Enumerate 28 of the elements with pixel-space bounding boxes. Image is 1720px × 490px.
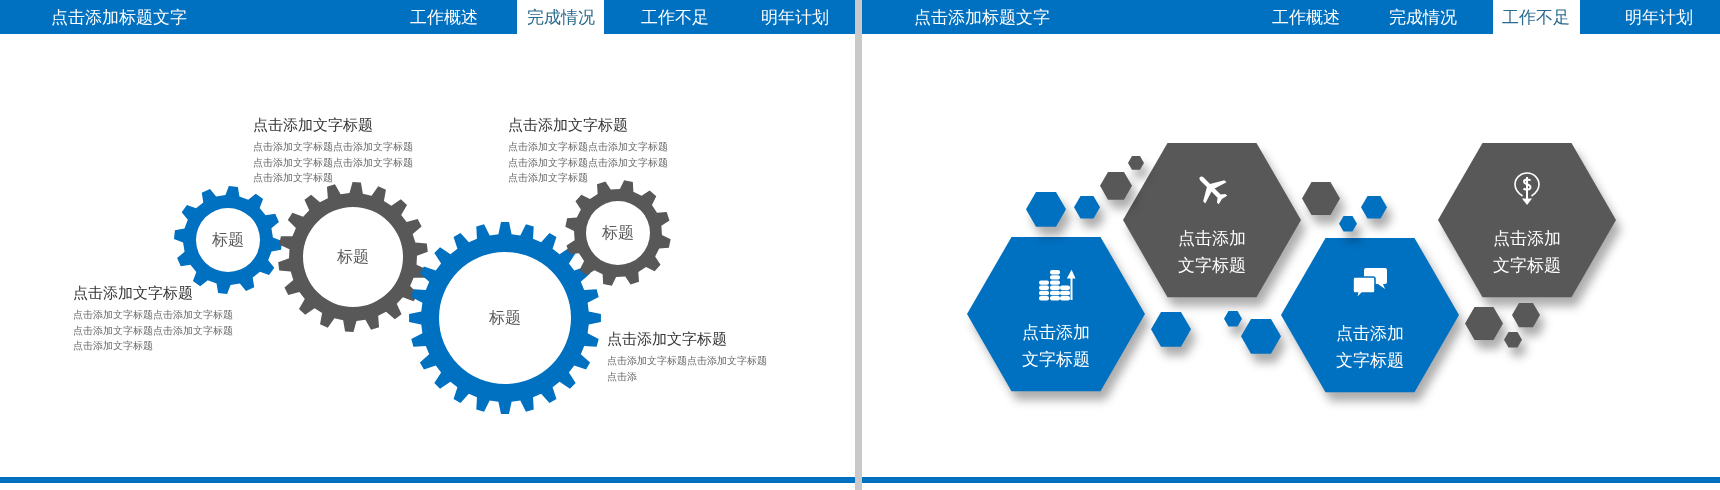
paragraph: 点击添加文字标题点击添加文字标题点击添 [607,354,768,384]
tab-label: 明年计划 [1615,0,1703,34]
hex-label: 点击添加文字标题 [1177,227,1247,277]
gear-label: 标题 [337,248,369,266]
header-bar [862,0,1720,34]
tab-label: 工作不足 [631,0,719,34]
tab: 工作不足 [1492,0,1580,34]
header-bar [0,0,855,34]
hex-label: 点击添加文字标题 [1492,227,1562,277]
header-title: 点击添加标题文字 [51,7,187,27]
paragraph: 点击添加文字标题点击添加文字标题点击添加文字标题点击添加文字标题点击添加文字标题 [73,308,234,353]
heading: 点击添加文字标题 [73,284,193,302]
paragraph: 点击添加文字标题点击添加文字标题点击添加文字标题点击添加文字标题点击添加文字标题 [253,140,414,185]
heading: 点击添加文字标题 [508,116,628,134]
gear-label: 标题 [489,309,521,327]
tab-label: 明年计划 [751,0,839,34]
gear-label: 标题 [602,224,634,242]
tab-label: 工作概述 [400,0,488,34]
hex-label: 点击添加文字标题 [1021,321,1091,371]
header-title: 点击添加标题文字 [914,7,1050,27]
heading: 点击添加文字标题 [253,116,373,134]
tab: 完成情况 [517,0,604,34]
paragraph: 点击添加文字标题点击添加文字标题点击添加文字标题点击添加文字标题点击添加文字标题 [508,140,669,185]
tab-label: 工作概述 [1262,0,1350,34]
gear-label: 标题 [212,231,244,249]
hex-label: 点击添加文字标题 [1335,322,1405,372]
tab-label: 完成情况 [1379,0,1467,34]
heading: 点击添加文字标题 [607,330,727,348]
